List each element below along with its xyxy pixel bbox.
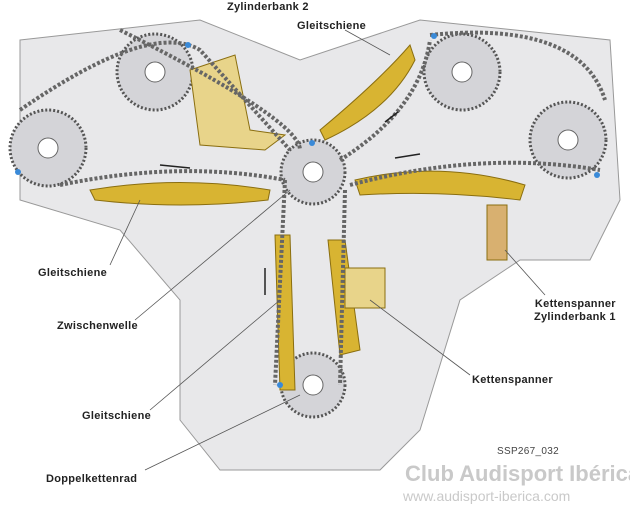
figure-code: SSP267_032 (497, 446, 559, 457)
leader-lines (109, 29, 546, 471)
watermark-url: www.audisport-iberica.com (403, 488, 571, 504)
engine-housing (19, 19, 621, 471)
rail-top (319, 44, 416, 141)
direction-arrows (159, 111, 421, 295)
rail-bottom (274, 234, 296, 391)
label-gleitschiene-left: Gleitschiene (38, 267, 108, 279)
label-line-2: Zylinderbank 1 (534, 311, 616, 324)
label-line-1: Kettenspanner (534, 298, 616, 310)
chain (18, 28, 607, 386)
label-kettenspanner: Kettenspanner (472, 374, 553, 386)
label-doppelkettenrad: Doppelkettenrad (46, 473, 138, 485)
label-zylinderbank-2: Zylinderbank 2 (225, 1, 311, 15)
label-gleitschiene-top: Gleitschiene (297, 20, 367, 32)
kettenspanner-zb1-body (486, 204, 508, 261)
label-gleitschiene-bottom: Gleitschiene (82, 410, 152, 422)
watermark-club: Club Audisport Ibérica (405, 461, 630, 486)
rail-left (89, 182, 271, 206)
kettenspanner-body (344, 267, 386, 309)
timing-marks (15, 33, 600, 388)
label-kettenspanner-zylinderbank-1: Kettenspanner Zylinderbank 1 (534, 298, 616, 324)
label-zwischenwelle: Zwischenwelle (57, 320, 138, 332)
